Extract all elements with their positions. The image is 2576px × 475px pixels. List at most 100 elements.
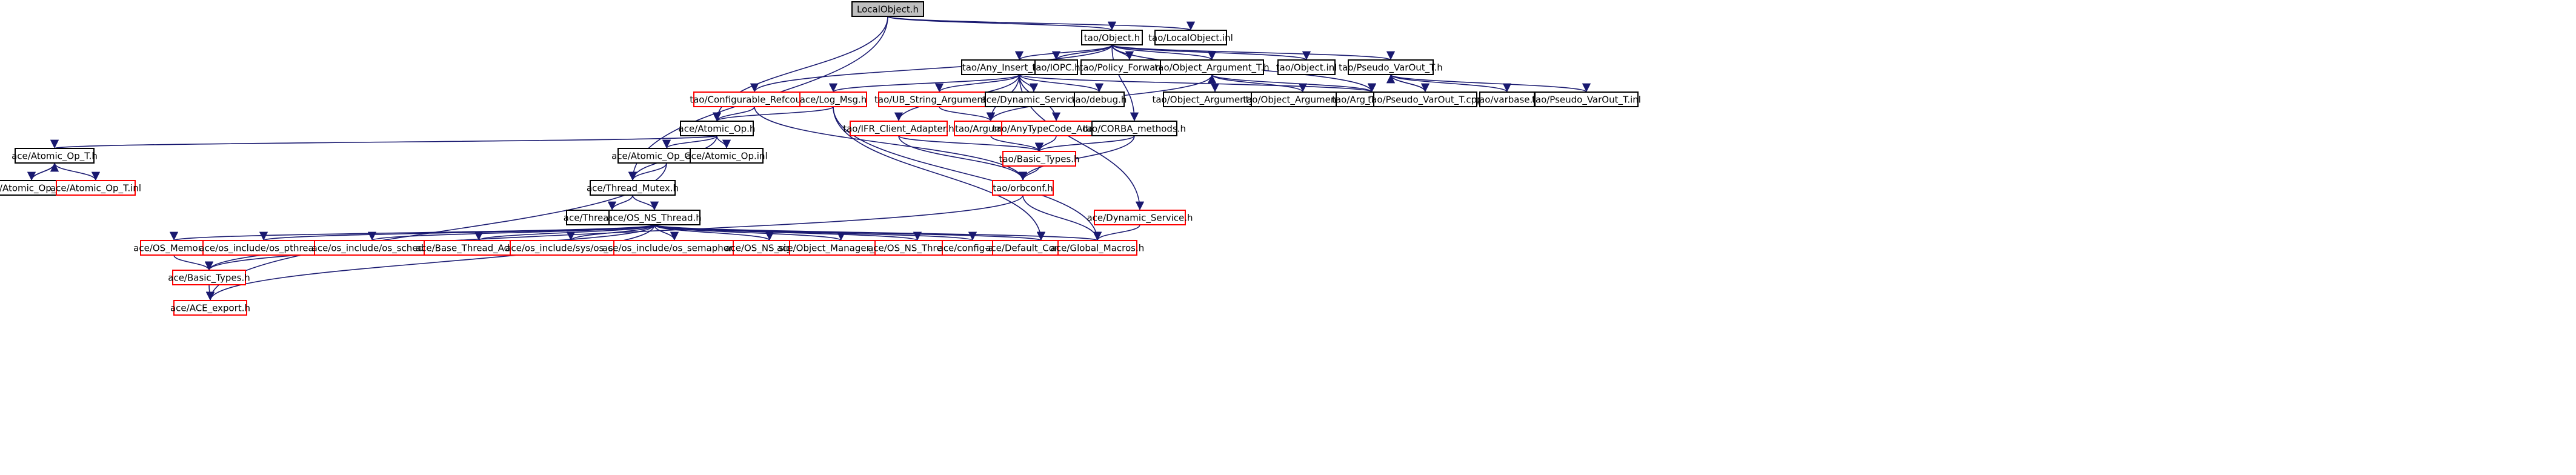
node-label: tao/IOPC.h bbox=[1032, 62, 1080, 73]
node-ace-os-include-os-pthread-h[interactable]: ace/os_include/os_pthread.h bbox=[199, 240, 328, 256]
edge-n20-n25 bbox=[51, 135, 717, 149]
node-box[interactable] bbox=[985, 91, 1083, 107]
node-box[interactable] bbox=[850, 121, 948, 136]
edge-n21-n28 bbox=[898, 135, 1043, 152]
node-box[interactable] bbox=[1057, 240, 1137, 256]
node-tao-object-inl[interactable]: tao/Object.inl bbox=[1276, 59, 1337, 75]
node-box[interactable] bbox=[680, 121, 754, 136]
node-ace-basic-types-h[interactable]: ace/Basic_Types.h bbox=[168, 270, 250, 285]
node-box[interactable] bbox=[690, 148, 764, 164]
edge-n34-n45 bbox=[654, 224, 977, 241]
node-ace-atomic-op-h[interactable]: ace/Atomic_Op.h bbox=[679, 121, 756, 136]
node-label: tao/Configurable_Refcount.h bbox=[690, 95, 819, 106]
node-tao-iopc-h[interactable]: tao/IOPC.h bbox=[1032, 59, 1080, 75]
edge-n17-n8 bbox=[1386, 74, 1426, 93]
node-label: ace/os_include/os_sched.h bbox=[312, 243, 433, 254]
node-box[interactable] bbox=[1002, 151, 1076, 167]
edge-n3-n11 bbox=[934, 74, 1020, 93]
node-label: tao/LocalObject.inl bbox=[1148, 33, 1233, 44]
node-label: tao/Pseudo_VarOut_T.h bbox=[1339, 62, 1443, 74]
node-box[interactable] bbox=[693, 91, 816, 107]
node-box[interactable] bbox=[590, 180, 676, 196]
node-localobject-h[interactable]: LocalObject.h bbox=[851, 1, 924, 17]
node-box[interactable] bbox=[851, 1, 924, 17]
node-label: ace/Atomic_Op_T.h bbox=[12, 151, 98, 162]
node-label: ace/Basic_Types.h bbox=[168, 273, 250, 284]
node-box[interactable] bbox=[1160, 59, 1264, 75]
node-ace-atomic-op-t-h[interactable]: ace/Atomic_Op_T.h bbox=[12, 148, 98, 164]
node-box[interactable] bbox=[15, 148, 95, 164]
node-box[interactable] bbox=[1277, 59, 1336, 75]
node-label: tao/debug.h bbox=[1072, 95, 1127, 105]
edge-n29-n25 bbox=[31, 162, 59, 181]
node-tao-object-argument-t-h[interactable]: tao/Object_Argument_T.h bbox=[1154, 59, 1270, 75]
node-tao-varbase-h[interactable]: tao/varbase.h bbox=[1476, 91, 1539, 107]
edge-n24-n32 bbox=[1018, 135, 1135, 181]
edge-n3-n16 bbox=[1019, 74, 1376, 93]
node-box[interactable] bbox=[1081, 30, 1143, 45]
edge-n3-n13 bbox=[1019, 74, 1104, 93]
node-box[interactable] bbox=[1094, 210, 1186, 225]
node-label: tao/Pseudo_VarOut_T.inl bbox=[1532, 95, 1641, 106]
node-tao-debug-h[interactable]: tao/debug.h bbox=[1072, 91, 1127, 107]
node-box[interactable] bbox=[56, 180, 136, 196]
edge-n1-n3 bbox=[1014, 44, 1113, 61]
node-tao-object-h[interactable]: tao/Object.h bbox=[1081, 30, 1143, 45]
node-tao-pseudo-varout-t-inl[interactable]: tao/Pseudo_VarOut_T.inl bbox=[1532, 91, 1641, 107]
edge-n1-n8 bbox=[1111, 44, 1395, 61]
node-tao-basic-types-h[interactable]: tao/Basic_Types.h bbox=[999, 151, 1080, 167]
edge-layer bbox=[27, 16, 1591, 301]
node-box[interactable] bbox=[1348, 59, 1434, 75]
node-tao-orbconf-h[interactable]: tao/orbconf.h bbox=[992, 180, 1054, 196]
node-box[interactable] bbox=[1534, 91, 1639, 107]
node-tao-localobject-inl[interactable]: tao/LocalObject.inl bbox=[1148, 30, 1233, 45]
node-box[interactable] bbox=[173, 300, 247, 316]
node-tao-object-argument-t-cpp[interactable]: tao/Object_Argument_T.cpp bbox=[1152, 91, 1278, 107]
node-label: tao/IFR_Client_Adapter.h bbox=[843, 124, 954, 135]
node-label: tao/orbconf.h bbox=[993, 183, 1053, 194]
node-ace-dynamic-service-h[interactable]: ace/Dynamic_Service.h bbox=[980, 91, 1087, 107]
node-label: ace/os_include/os_semaphore.h bbox=[602, 243, 747, 254]
node-tao-configurable-refcount-h[interactable]: tao/Configurable_Refcount.h bbox=[690, 91, 819, 107]
node-ace-atomic-op-t-inl[interactable]: ace/Atomic_Op_T.inl bbox=[50, 180, 141, 196]
node-box[interactable] bbox=[1373, 91, 1477, 107]
node-label: ace/Atomic_Op.h bbox=[679, 124, 756, 135]
node-box[interactable] bbox=[992, 180, 1054, 196]
node-tao-pseudo-varout-t-h[interactable]: tao/Pseudo_VarOut_T.h bbox=[1339, 59, 1443, 75]
node-box[interactable] bbox=[172, 270, 246, 285]
node-ace-os-include-os-sched-h[interactable]: ace/os_include/os_sched.h bbox=[312, 240, 433, 256]
node-label: ace/Thread_Mutex.h bbox=[587, 183, 679, 194]
node-tao-ifr-client-adapter-h[interactable]: tao/IFR_Client_Adapter.h bbox=[843, 121, 954, 136]
node-box[interactable] bbox=[1074, 91, 1125, 107]
node-label: ace/Atomic_Op_T.inl bbox=[50, 183, 141, 194]
node-box[interactable] bbox=[799, 91, 867, 107]
edge-n34-n38 bbox=[368, 224, 655, 241]
node-tao-ub-string-argument-t-h[interactable]: tao/UB_String_Argument_T.h bbox=[874, 91, 1004, 107]
node-ace-dynamic-service-h[interactable]: ace/Dynamic_Service.h bbox=[1087, 210, 1193, 225]
node-box[interactable] bbox=[1163, 91, 1267, 107]
edge-n31-n33 bbox=[607, 194, 633, 211]
node-box[interactable] bbox=[314, 240, 430, 256]
node-box[interactable] bbox=[1034, 59, 1078, 75]
edge-n34-n42 bbox=[654, 224, 774, 241]
node-ace-ace-export-h[interactable]: ace/ACE_export.h bbox=[170, 300, 250, 316]
node-box[interactable] bbox=[608, 210, 701, 225]
node-label: ace/Object_Manager_Base.h bbox=[777, 243, 905, 254]
edge-n20-n27 bbox=[716, 135, 731, 149]
node-tao-corba-methods-h[interactable]: tao/CORBA_methods.h bbox=[1083, 121, 1186, 136]
node-ace-thread-mutex-h[interactable]: ace/Thread_Mutex.h bbox=[587, 180, 679, 196]
node-box[interactable] bbox=[1154, 30, 1227, 45]
node-ace-global-macros-h[interactable]: ace/Global_Macros.h bbox=[1051, 240, 1145, 256]
edge-n26-n31 bbox=[628, 162, 667, 181]
node-box[interactable] bbox=[1091, 121, 1177, 136]
node-label: tao/Pseudo_VarOut_T.cpp bbox=[1368, 95, 1482, 106]
node-tao-pseudo-varout-t-cpp[interactable]: tao/Pseudo_VarOut_T.cpp bbox=[1368, 91, 1483, 107]
edge-n28-n32 bbox=[1018, 165, 1040, 181]
node-ace-log-msg-h[interactable]: ace/Log_Msg.h bbox=[799, 91, 867, 107]
node-ace-os-ns-thread-h[interactable]: ace/OS_NS_Thread.h bbox=[607, 210, 702, 225]
node-ace-atomic-op-inl[interactable]: ace/Atomic_Op.inl bbox=[685, 148, 768, 164]
edge-n24-n28 bbox=[1034, 135, 1135, 152]
node-box[interactable] bbox=[202, 240, 325, 256]
node-label: ace/Dynamic_Service.h bbox=[980, 95, 1087, 106]
